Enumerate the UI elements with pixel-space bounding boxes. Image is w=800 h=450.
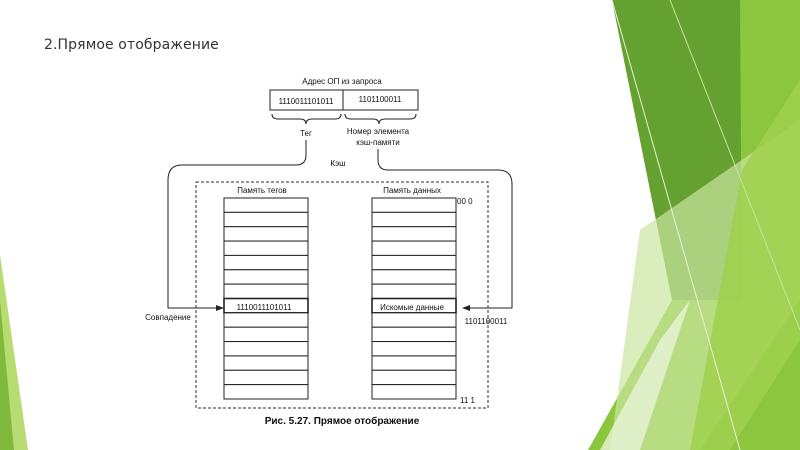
index-connector <box>377 149 513 309</box>
decor-green-bright <box>690 80 800 450</box>
decor-line-2 <box>669 0 800 331</box>
data-memory-row <box>371 312 457 328</box>
tag-memory-row <box>223 197 309 213</box>
data-memory-row <box>371 384 457 400</box>
decor-green-white-sliver <box>600 300 690 450</box>
decor-line-1 <box>611 0 741 450</box>
address-label: Адрес ОП из запроса <box>302 77 382 86</box>
tag-memory-label: Память тегов <box>237 186 287 195</box>
data-memory-column <box>371 197 457 400</box>
index-pointer-label: 1101100011 <box>465 317 508 326</box>
data-memory-label: Память данных <box>383 186 441 195</box>
tag-brace <box>271 113 342 125</box>
tag-memory-row <box>223 326 309 343</box>
index-label-line1: Номер элемента <box>347 127 410 136</box>
tag-arrow-head <box>216 305 224 311</box>
data-memory-row <box>371 326 457 343</box>
tag-memory-row <box>223 341 309 357</box>
data-memory-row <box>371 369 457 386</box>
decor-green-dark-left <box>0 300 14 450</box>
found-data-value: Искомые данные <box>380 303 444 312</box>
tag-memory-row <box>223 254 309 271</box>
match-label: Совпадение <box>145 313 191 322</box>
index-label-line2: кэш-памяти <box>356 138 400 147</box>
index-first-label: 00 0 <box>457 197 473 206</box>
index-arrow-head <box>462 305 470 311</box>
cache-boundary <box>195 181 489 409</box>
data-memory-row <box>371 211 457 228</box>
tag-memory-row <box>223 369 309 386</box>
tag-memory-column <box>223 197 309 400</box>
tag-memory-row <box>223 384 309 400</box>
data-memory-row <box>371 240 457 256</box>
data-memory-row <box>371 341 457 357</box>
figure-caption: Рис. 5.27. Прямое отображение <box>265 415 420 427</box>
index-brace <box>344 113 417 125</box>
data-memory-row <box>371 197 457 213</box>
tag-connector <box>167 140 307 309</box>
matched-tag-value: 1110011101011 <box>237 303 292 312</box>
tag-memory-row <box>223 283 309 300</box>
tag-label: Тег <box>300 129 312 138</box>
address-box <box>269 89 419 111</box>
tag-memory-row <box>223 226 309 242</box>
data-memory-row <box>371 269 457 285</box>
tag-memory-row <box>223 240 309 256</box>
data-memory-row <box>371 226 457 242</box>
address-index-bits: 1101100011 <box>359 95 402 104</box>
tag-memory-row <box>223 211 309 228</box>
tag-memory-row <box>223 312 309 328</box>
data-memory-row <box>371 355 457 371</box>
index-last-label: 11 1 <box>460 396 476 405</box>
tag-memory-row <box>223 355 309 371</box>
slide-title: 2.Прямое отображение <box>44 37 219 53</box>
tag-memory-row <box>223 269 309 285</box>
data-memory-row <box>371 283 457 300</box>
cache-label: Кэш <box>330 159 345 168</box>
address-tag-bits: 1110011101011 <box>279 97 334 106</box>
data-memory-row <box>371 254 457 271</box>
